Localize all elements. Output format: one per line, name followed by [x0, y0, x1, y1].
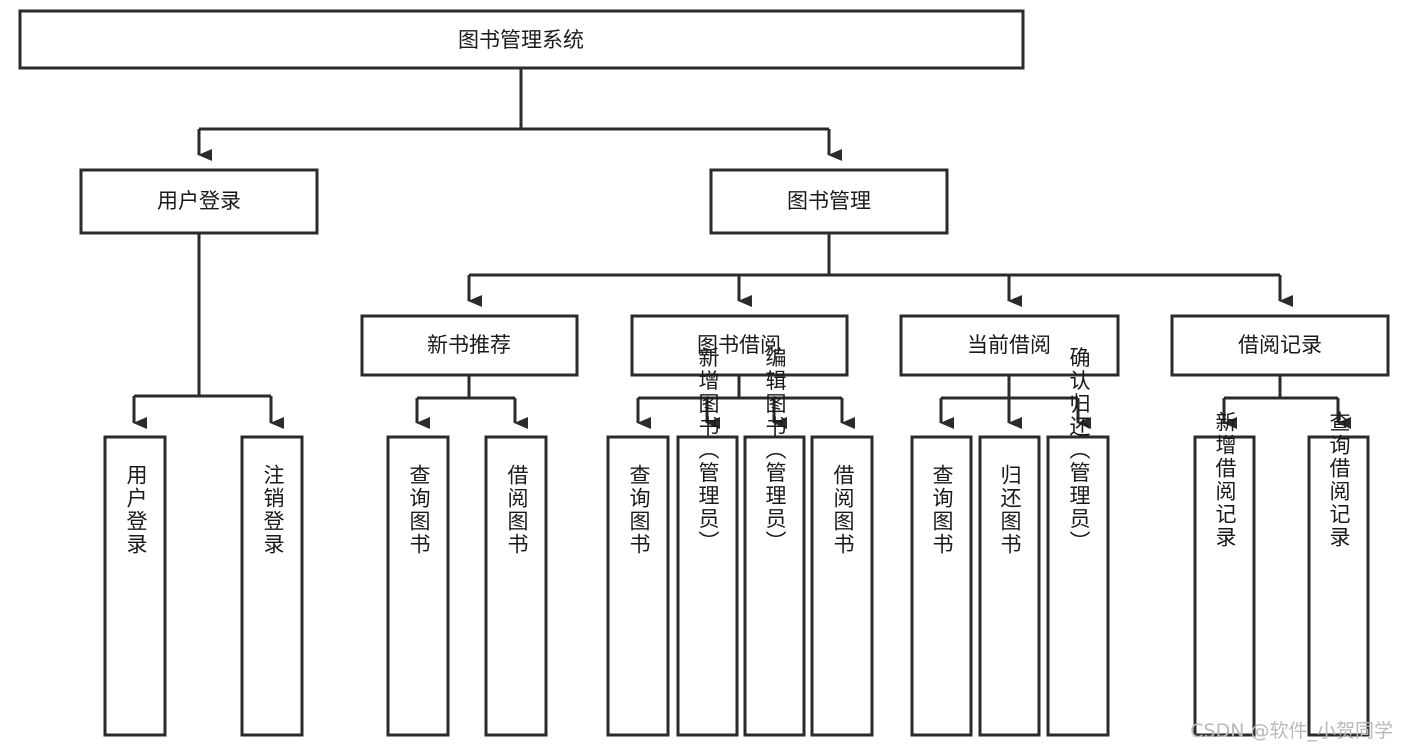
node-leaf-4-box[interactable]	[484, 435, 548, 737]
node-leaf-11-label: 确认归还（管理员）	[1067, 347, 1091, 554]
node-records[interactable]: 借阅记录	[1170, 314, 1390, 377]
node-leaf-6-box[interactable]	[676, 435, 739, 737]
node-login[interactable]: 用户登录	[79, 168, 319, 235]
node-leaf-10-label: 归还图书	[998, 464, 1022, 556]
node-root-box[interactable]	[18, 9, 1025, 70]
node-bookmgmt[interactable]: 图书管理	[709, 168, 949, 235]
node-root-label: 图书管理系统	[458, 28, 584, 52]
node-leaf-13-label: 查询借阅记录	[1327, 411, 1351, 549]
node-leaf-3-label: 查询图书	[407, 464, 431, 556]
node-leaf-9-label: 查询图书	[930, 464, 954, 556]
node-leaf-12[interactable]: 新增借阅记录	[1193, 411, 1256, 737]
node-current[interactable]: 当前借阅	[899, 314, 1120, 377]
node-leaf-5-box[interactable]	[606, 435, 670, 737]
node-leaf-13-box[interactable]	[1307, 435, 1370, 737]
node-borrow[interactable]: 图书借阅	[630, 314, 849, 377]
node-leaf-13[interactable]: 查询借阅记录	[1307, 411, 1370, 737]
node-leaf-5[interactable]: 查询图书	[606, 435, 670, 737]
node-leaf-4[interactable]: 借阅图书	[484, 435, 548, 737]
node-leaf-7-label: 编辑图书（管理员）	[763, 347, 787, 554]
node-leaf-2-label: 注销登录	[261, 464, 285, 556]
node-newbook-box[interactable]	[360, 314, 579, 377]
node-leaf-6-label: 新增图书（管理员）	[696, 347, 720, 554]
node-leaf-9-box[interactable]	[910, 435, 973, 737]
node-borrow-label: 图书借阅	[697, 333, 781, 357]
node-leaf-4-label: 借阅图书	[505, 464, 529, 556]
node-leaf-11-box[interactable]	[1046, 435, 1110, 737]
node-leaf-3[interactable]: 查询图书	[386, 435, 450, 737]
node-leaf-1-box[interactable]	[103, 435, 167, 737]
node-leaf-6[interactable]: 新增图书（管理员）	[676, 347, 739, 737]
node-records-label: 借阅记录	[1238, 333, 1322, 357]
node-login-box[interactable]	[79, 168, 319, 235]
node-leaf-10-box[interactable]	[978, 435, 1041, 737]
node-leaf-8[interactable]: 借阅图书	[810, 435, 874, 737]
node-root[interactable]: 图书管理系统	[18, 9, 1025, 70]
connector-layer	[132, 68, 1351, 429]
node-bookmgmt-label: 图书管理	[787, 189, 871, 213]
node-current-box[interactable]	[899, 314, 1120, 377]
node-leaf-11[interactable]: 确认归还（管理员）	[1046, 347, 1110, 737]
node-leaf-8-box[interactable]	[810, 435, 874, 737]
node-leaf-7[interactable]: 编辑图书（管理员）	[743, 347, 806, 737]
node-leaf-12-box[interactable]	[1193, 435, 1256, 737]
node-newbook[interactable]: 新书推荐	[360, 314, 579, 377]
node-leaf-5-label: 查询图书	[627, 464, 651, 556]
node-leaf-1-label: 用户登录	[124, 464, 148, 556]
node-newbook-label: 新书推荐	[427, 333, 511, 357]
node-records-box[interactable]	[1170, 314, 1390, 377]
node-login-label: 用户登录	[157, 189, 241, 213]
node-current-label: 当前借阅	[967, 333, 1051, 357]
node-bookmgmt-box[interactable]	[709, 168, 949, 235]
node-leaf-1[interactable]: 用户登录	[103, 435, 167, 737]
node-leaf-9[interactable]: 查询图书	[910, 435, 973, 737]
node-leaf-8-label: 借阅图书	[831, 464, 855, 556]
node-borrow-box[interactable]	[630, 314, 849, 377]
node-leaf-12-label: 新增借阅记录	[1213, 411, 1237, 549]
node-leaf-3-box[interactable]	[386, 435, 450, 737]
node-leaf-10[interactable]: 归还图书	[978, 435, 1041, 737]
node-leaf-7-box[interactable]	[743, 435, 806, 737]
node-leaf-2[interactable]: 注销登录	[240, 435, 304, 737]
node-leaf-2-box[interactable]	[240, 435, 304, 737]
